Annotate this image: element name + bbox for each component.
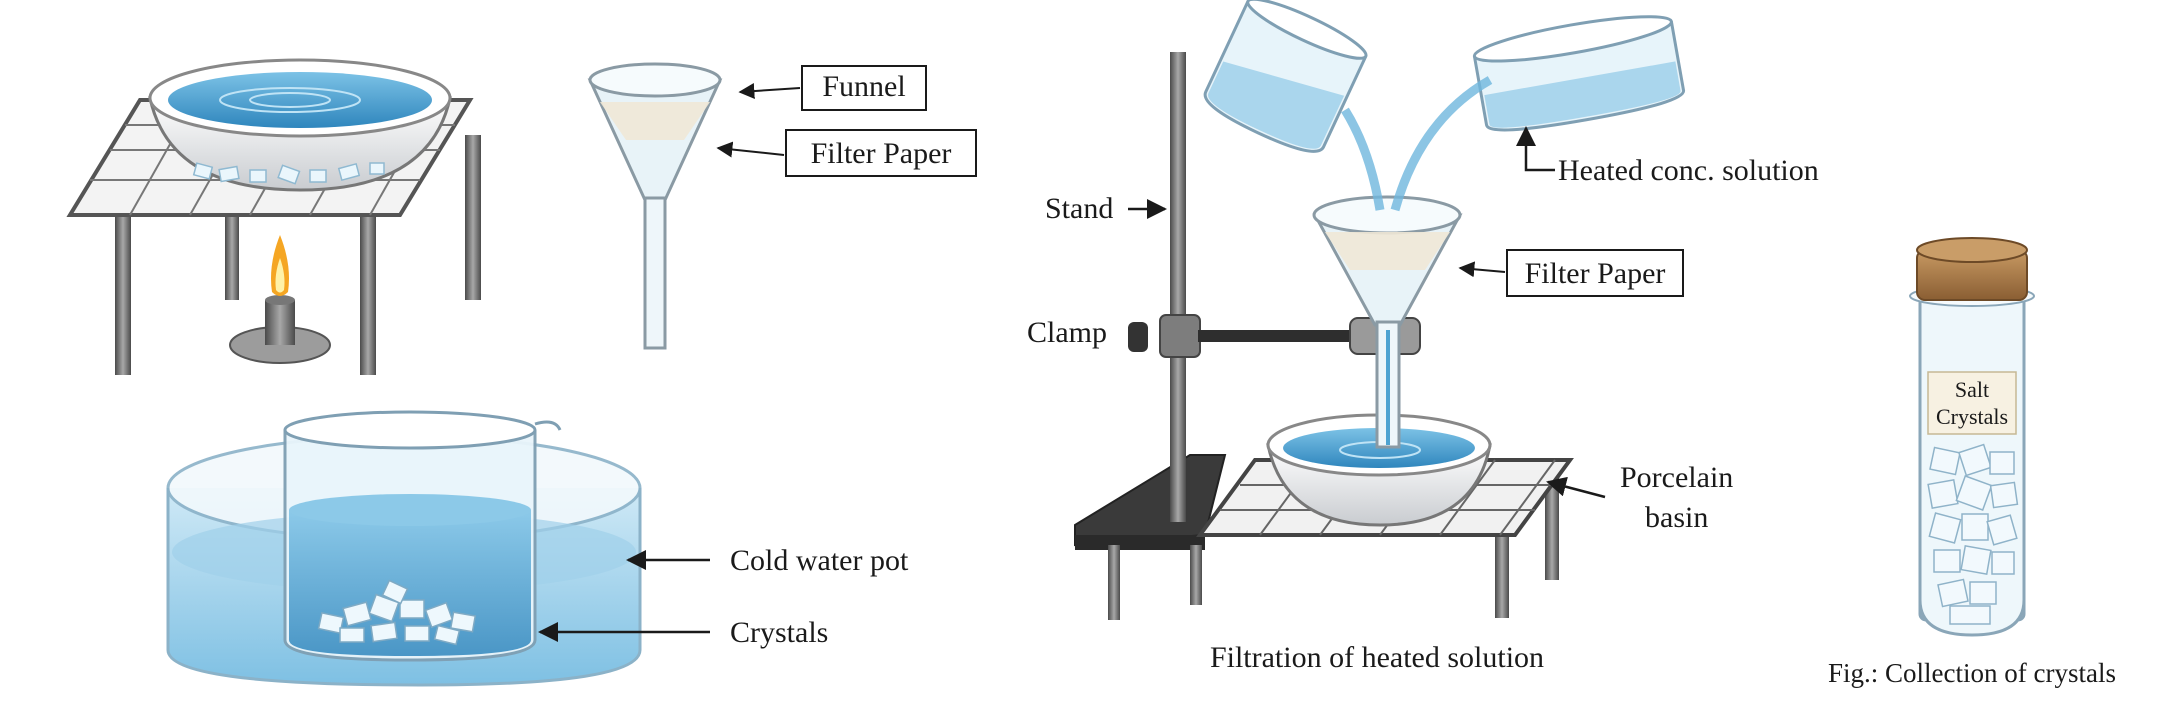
burner	[229, 235, 331, 364]
clamp-label: Clamp	[1027, 316, 1107, 349]
pouring-beakers	[1203, 0, 1686, 212]
cork-stopper	[1916, 237, 2028, 301]
filter-paper	[600, 102, 710, 140]
salt-label-line2: Crystals	[1936, 404, 2008, 429]
salt-crystals-tag	[1927, 371, 2017, 435]
collection-caption: Fig.: Collection of crystals	[1828, 658, 2116, 688]
cold-water-pot-label: Cold water pot	[730, 544, 909, 577]
heated-solution-label: Heated conc. solution	[1558, 154, 1819, 187]
filter-paper-label: Filter Paper	[811, 137, 952, 170]
tripod-leg	[225, 190, 239, 300]
crystals-in-beaker	[317, 579, 477, 646]
filter-paper-right-box	[1506, 249, 1684, 297]
funnel-label: Funnel	[822, 70, 905, 103]
filtration-funnel	[1312, 195, 1463, 449]
filter-paper-right-label: Filter Paper	[1525, 257, 1666, 290]
evaporating-basin	[148, 58, 452, 192]
salt-label-line1: Salt	[1955, 377, 1989, 402]
filter-paper-label-box	[785, 129, 977, 177]
stand-rod	[1170, 52, 1186, 522]
stand-label: Stand	[1045, 192, 1113, 225]
tripod-leg	[465, 135, 481, 300]
tripod-leg	[360, 215, 376, 375]
cooling-setup: Cold water pot Crystals	[166, 410, 909, 687]
tripod-leg	[115, 215, 131, 375]
heating-setup	[66, 58, 481, 375]
porcelain-basin-label-line2: basin	[1645, 501, 1708, 534]
funnel-label-box	[801, 65, 927, 111]
filtration-setup: Stand Clamp Heated conc. solution Filter…	[1027, 0, 1819, 674]
test-tube-setup: Salt Crystals Fig.: Collection of crysta…	[1828, 237, 2116, 688]
funnel-diagram: Funnel Filter Paper	[587, 62, 977, 350]
salt-crystals	[1927, 443, 2019, 625]
crystals-label: Crystals	[730, 616, 828, 649]
filtration-caption: Filtration of heated solution	[1210, 641, 1544, 674]
porcelain-basin-label-line1: Porcelain	[1620, 461, 1733, 494]
